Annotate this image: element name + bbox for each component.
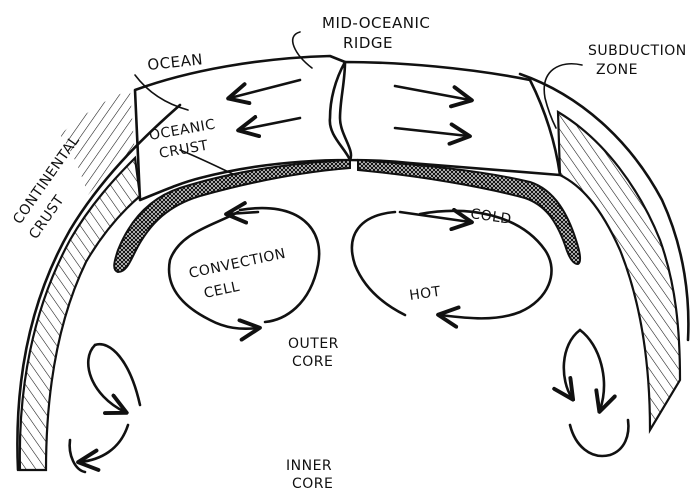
arrow-left-lower <box>240 118 300 130</box>
plate-motion-arrows <box>230 80 470 136</box>
label-outer-2: CORE <box>292 354 333 370</box>
label-mid-oceanic-ridge-2: RIDGE <box>343 34 393 52</box>
label-convection: CONVECTION <box>188 246 288 282</box>
convection-left-arrow <box>228 212 258 214</box>
label-outer-1: OUTER <box>288 336 339 352</box>
convection-right-loop <box>420 211 552 319</box>
lower-loops <box>70 330 629 472</box>
oceanic-plate-right <box>340 62 560 175</box>
convection-right-arrow <box>400 212 470 222</box>
loop-right-3 <box>570 420 628 456</box>
loop-right-1 <box>580 330 604 410</box>
label-cell: CELL <box>203 279 242 302</box>
convection-right-inner <box>352 212 405 315</box>
label-mid-oceanic-ridge-1: MID-OCEANIC <box>322 14 430 32</box>
leader-mid-oceanic-ridge <box>293 32 312 68</box>
continental-crust-right <box>558 112 680 430</box>
label-subduction-1: SUBDUCTION <box>588 43 687 59</box>
arrow-right-upper <box>395 86 470 100</box>
loop-left-3 <box>80 425 128 462</box>
label-ocean: OCEAN <box>147 50 204 74</box>
label-inner-2: CORE <box>292 476 333 490</box>
loop-right-2 <box>564 330 580 398</box>
label-inner-1: INNER <box>286 458 332 474</box>
arrow-right-lower <box>395 128 468 136</box>
arrow-left-upper <box>230 80 300 98</box>
loop-left-4 <box>70 440 85 472</box>
label-hot: HOT <box>408 284 442 304</box>
label-cold: COLD <box>469 206 512 228</box>
label-subduction-2: ZONE <box>596 62 638 78</box>
text-labels: MID-OCEANIC RIDGE OCEAN SUBDUCTION ZONE … <box>10 14 687 490</box>
